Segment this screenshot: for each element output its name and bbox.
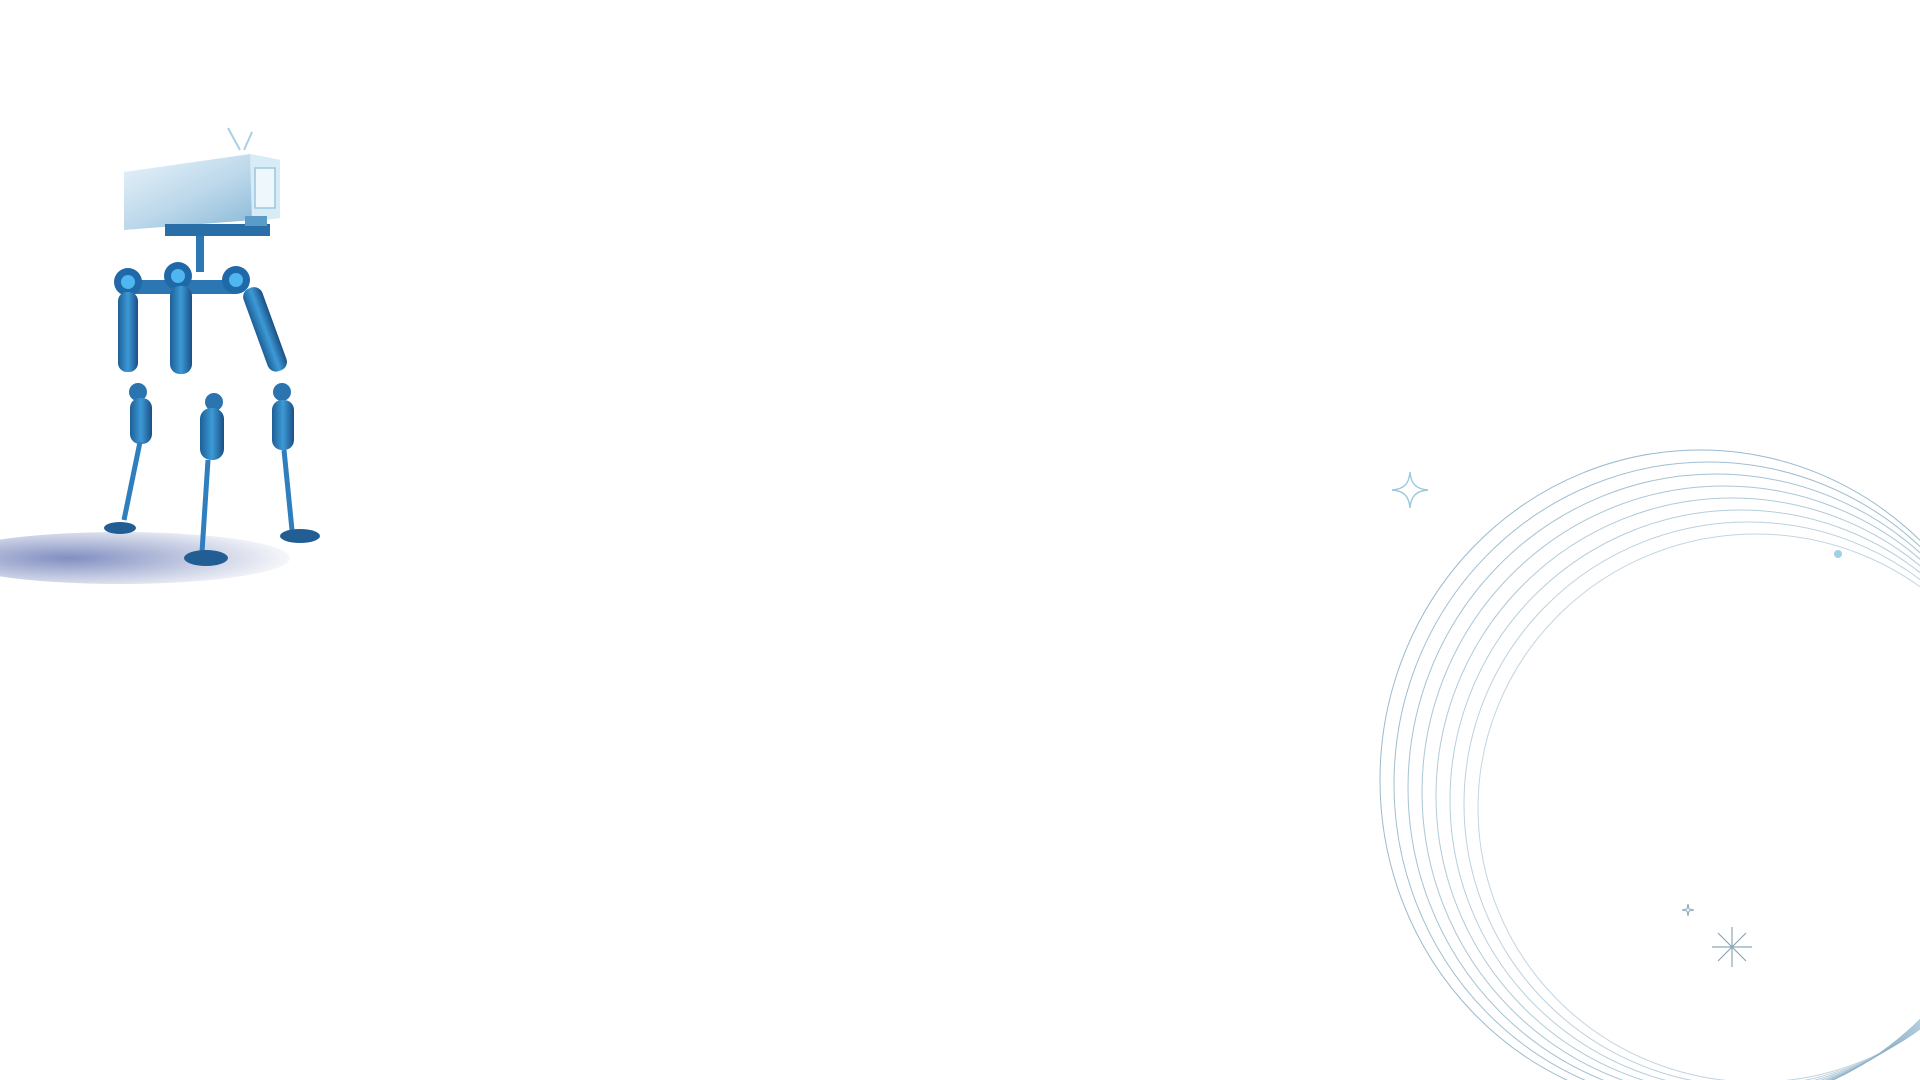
dot	[1834, 550, 1842, 558]
robot-antenna-2	[243, 131, 253, 151]
sparkle-icon	[1391, 471, 1429, 509]
robot-antenna	[227, 127, 241, 151]
robot-illustration	[0, 127, 320, 584]
robot-leg-right	[222, 266, 320, 543]
robot-leg-left	[104, 268, 152, 534]
asterisk-sparkle-icon	[1712, 927, 1752, 967]
robot-shadow	[0, 532, 290, 584]
robot-tv-head	[124, 154, 280, 236]
orbit-rings-decoration	[1379, 449, 1920, 1080]
small-sparkle-icon	[1682, 904, 1694, 916]
robot-leg-middle	[164, 262, 228, 566]
robot-neck	[196, 236, 204, 272]
